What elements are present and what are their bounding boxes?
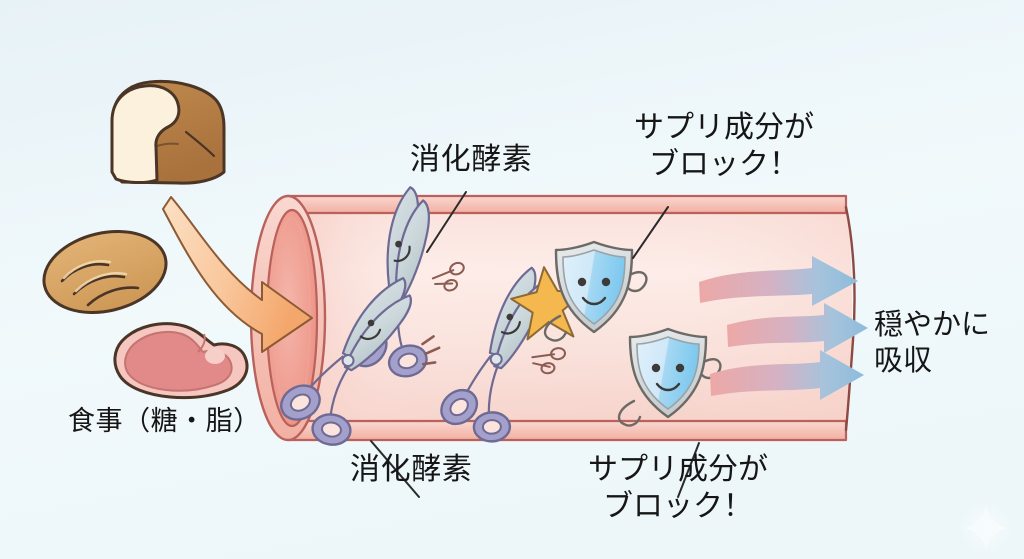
leader-line-enzyme-bottom [370,440,420,498]
supplement-shield-1 [543,240,648,342]
label-digestive-enzyme-top: 消化酵素 [410,142,533,177]
baguette-bread [42,230,168,314]
label-gentle-absorption-line2: 吸収 [874,343,933,378]
label-gentle-absorption-line1: 穏やかに [874,307,991,341]
label-supplement-block-top-line1: サプリ成分が [634,110,814,145]
label-supplement-block-top: サプリ成分が ブロック！ [634,110,814,183]
label-digestive-enzyme-bottom: 消化酵素 [350,452,473,487]
leader-line-block-bottom [677,442,700,498]
leader-line-enzyme-top [426,191,467,253]
food-inflow-arrow [162,196,313,353]
absorption-arrow-2 [727,303,868,353]
supplement-shield-2 [617,327,722,427]
corner-sparkle-icon [960,502,1012,554]
absorption-arrow-3 [710,350,864,400]
label-gentle-absorption: 穏やかに 吸収 [874,306,990,379]
loaf-bread [110,79,226,185]
enzyme-scissors-2 [280,276,441,446]
meat-steak [113,322,249,400]
label-supplement-block-bottom-line2: ブロック！ [603,488,753,524]
label-supplement-block-bottom-line1: サプリ成分が [588,452,768,487]
label-supplement-block-top-line2: ブロック！ [649,146,799,182]
label-supplement-block-bottom: サプリ成分が ブロック！ [588,452,768,525]
absorption-arrow-1 [699,256,858,306]
label-meal-sugar-fat: 食事（糖・脂） [68,406,261,437]
leader-line-block-top [632,206,669,259]
